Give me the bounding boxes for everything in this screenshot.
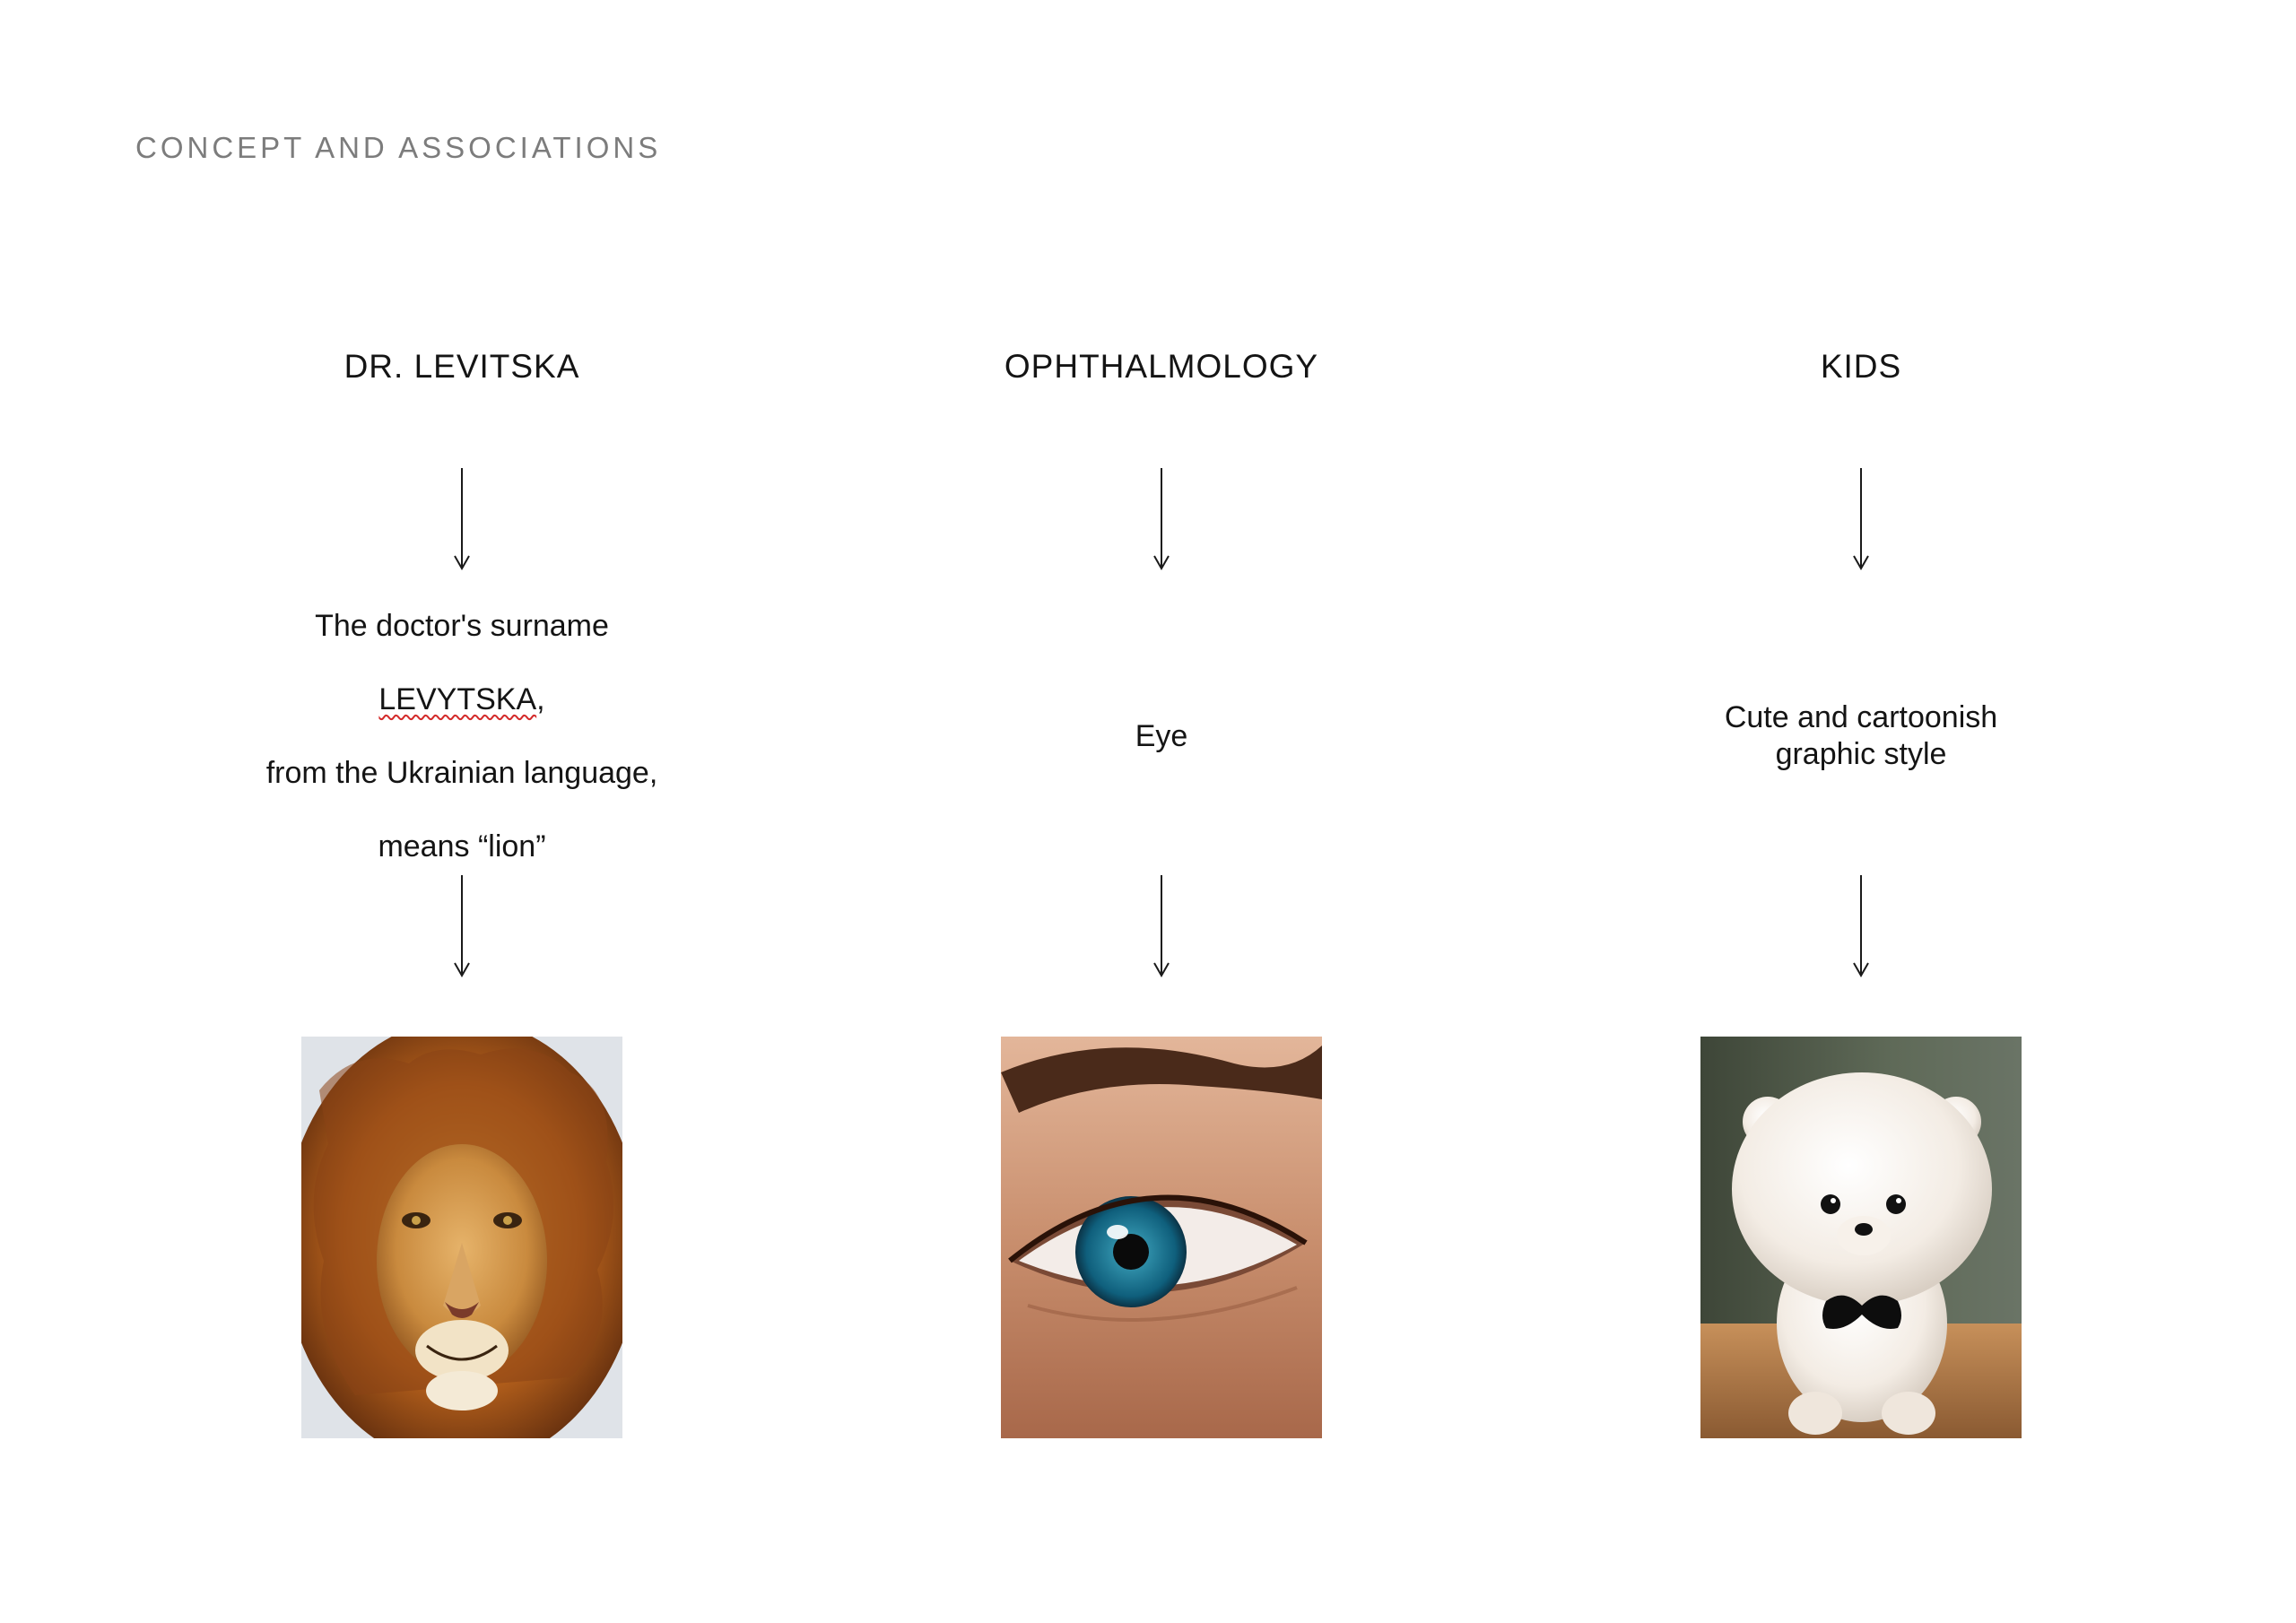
column-title: OPHTHALMOLOGY: [1004, 348, 1319, 385]
column-description: The doctor's surname LEVYTSKA, from the …: [121, 609, 803, 864]
lion-photo: [301, 1037, 622, 1438]
description-line: The doctor's surname: [315, 608, 609, 643]
down-arrow-icon: [1853, 468, 1869, 570]
description-text: The doctor's surname LEVYTSKA, from the …: [266, 571, 658, 902]
column-description: Cute and cartoonish graphic style: [1520, 660, 2202, 812]
eye-photo: [1001, 1037, 1322, 1438]
description-line: from the Ukrainian language,: [265, 755, 658, 790]
down-arrow-icon: [454, 468, 470, 570]
description-text: Cute and cartoonish graphic style: [1724, 700, 1998, 771]
down-arrow-icon: [1853, 875, 1869, 977]
down-arrow-icon: [1153, 875, 1170, 977]
description-line: means “lion”: [378, 829, 546, 864]
description-line: LEVYTSKA,: [266, 681, 658, 718]
spellcheck-marked-word: LEVYTSKA: [378, 681, 537, 716]
down-arrow-icon: [454, 875, 470, 977]
down-arrow-icon: [1153, 468, 1170, 570]
plush-bear-photo: [1700, 1037, 2022, 1438]
column-title: DR. LEVITSKA: [344, 348, 580, 385]
description-text: Eye: [1135, 718, 1188, 753]
column-ophthalmology: OPHTHALMOLOGY Eye: [821, 0, 1502, 1623]
description-line-rest: ,: [536, 681, 545, 716]
column-kids: KIDS Cute and cartoonish graphic style: [1520, 0, 2202, 1623]
column-description: Eye: [821, 660, 1502, 812]
column-title: KIDS: [1820, 348, 1902, 385]
column-dr-levitska: DR. LEVITSKA The doctor's surname LEVYTS…: [121, 0, 803, 1623]
page-heading: CONCEPT AND ASSOCIATIONS: [135, 131, 662, 164]
